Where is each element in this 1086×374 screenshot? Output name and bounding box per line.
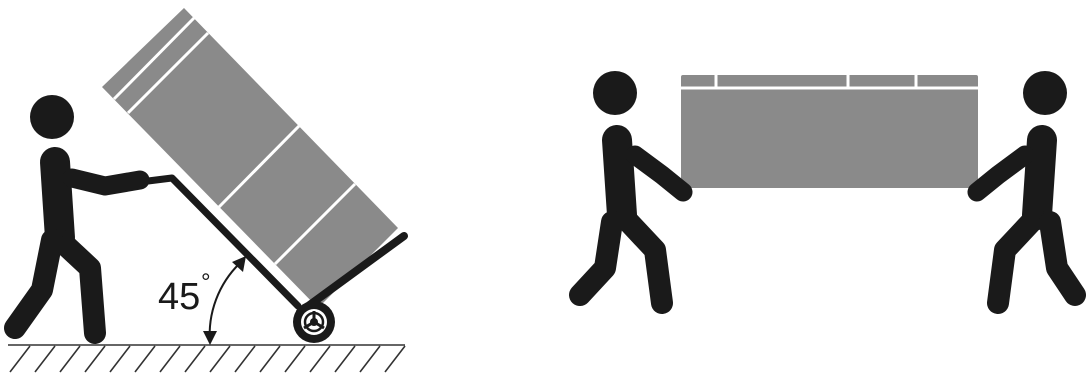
angle-value: 45 <box>158 276 200 318</box>
wheel-icon <box>293 301 335 343</box>
person-carrying-right-icon <box>977 71 1075 303</box>
floor-hatch <box>8 345 405 372</box>
carried-box <box>681 75 978 188</box>
person-carrying-left-icon <box>580 71 683 303</box>
tilted-box <box>102 8 398 308</box>
person-pushing-icon <box>15 95 140 333</box>
hand-truck-scene: 45 ° <box>8 8 405 372</box>
arrow-down-icon <box>203 331 217 345</box>
angle-unit: ° <box>201 269 211 296</box>
two-person-carry-scene <box>580 71 1075 303</box>
